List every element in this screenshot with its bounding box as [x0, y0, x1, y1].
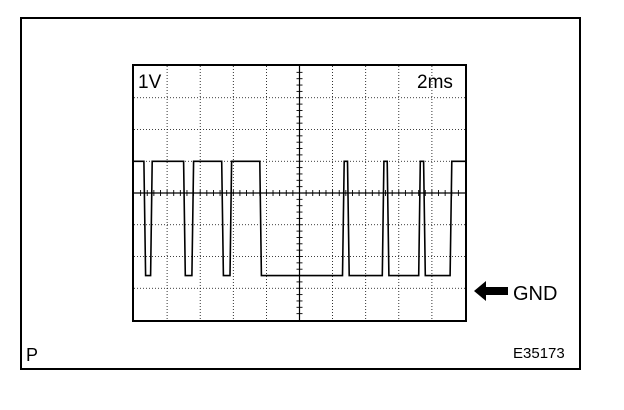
ground-arrow-icon [474, 281, 508, 301]
volts-per-division-label: 1V [138, 72, 162, 93]
waveform-trace [134, 160, 465, 277]
figure-frame [20, 17, 581, 370]
ground-label: GND [513, 283, 558, 305]
figure-id: E35173 [513, 345, 565, 362]
oscilloscope-plot [134, 66, 465, 320]
time-per-division-label: 2ms [417, 72, 453, 93]
oscilloscope-screen [132, 64, 467, 322]
corner-label: P [26, 345, 39, 365]
